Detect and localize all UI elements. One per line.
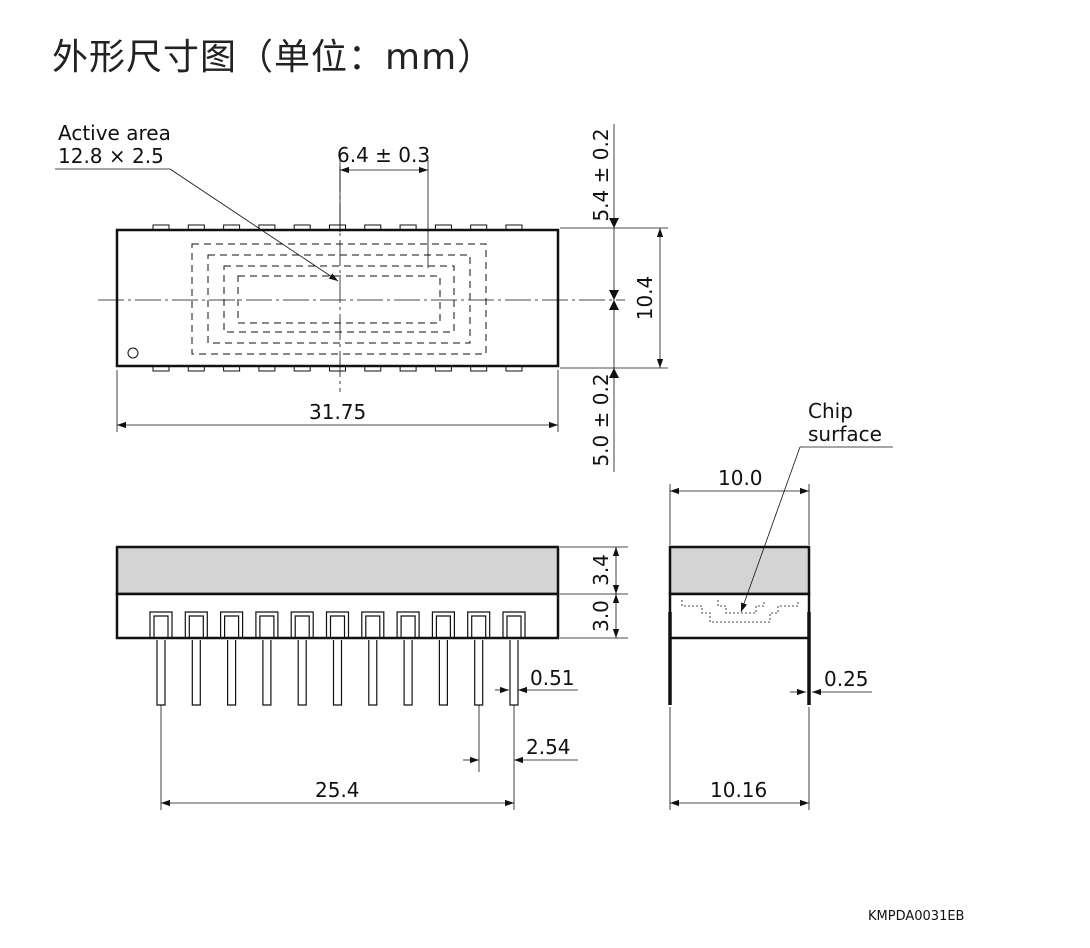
chip-label-2: surface (808, 422, 882, 446)
drawing-title: 外形尺寸图（单位：mm） (52, 37, 495, 78)
window-height-label: 3.4 (589, 554, 613, 586)
arrow-5-4-bottom (609, 300, 619, 310)
span-label: 25.4 (315, 778, 360, 802)
base-height-label: 3.0 (589, 600, 613, 632)
arrow-5-0-top (609, 290, 619, 300)
front-pin (255, 611, 279, 706)
pin-offset-top-label: 5.4 ± 0.2 (589, 128, 613, 221)
front-pin (361, 611, 385, 706)
document-code: KMPDA0031EB (868, 909, 964, 924)
offset-label: 6.4 ± 0.3 (337, 143, 430, 167)
active-area-outline-1 (191, 243, 487, 355)
top-view (55, 124, 668, 472)
active-area-outline-2 (207, 254, 471, 344)
active-area-label-1: Active area (58, 121, 171, 145)
active-area-outline-3 (223, 265, 455, 333)
pin-offset-bottom-label: 5.0 ± 0.2 (589, 373, 613, 466)
arrow-5-0-bottom (609, 368, 619, 378)
front-pin (220, 611, 244, 706)
lead-thickness-label: 0.25 (824, 667, 869, 691)
pitch-label: 2.54 (526, 735, 571, 759)
front-pin (290, 611, 314, 706)
body-height-label: 10.4 (633, 276, 657, 321)
chip-label-1: Chip (808, 399, 853, 423)
active-area-outline-4 (237, 275, 441, 324)
length-label: 31.75 (309, 400, 366, 424)
side-width-label: 10.0 (718, 466, 763, 490)
front-pin (184, 611, 208, 706)
front-view (115, 545, 628, 810)
chip-leader (740, 446, 801, 613)
pin1-marker (127, 347, 139, 359)
arrow-5-4-top (609, 218, 619, 228)
side-base (668, 592, 811, 640)
top-view-body (115, 228, 560, 368)
side-view (668, 446, 893, 810)
front-view-pins (149, 611, 526, 706)
pin-width-label: 0.51 (530, 666, 575, 690)
front-pin (325, 611, 350, 706)
row-spacing-label: 10.16 (710, 778, 767, 802)
chip-outline (681, 600, 799, 623)
side-window (668, 545, 811, 596)
front-window (115, 545, 560, 596)
active-area-leader (169, 168, 339, 282)
front-pin (396, 611, 420, 706)
front-pin (431, 611, 455, 706)
active-area-label-2: 12.8 × 2.5 (58, 144, 164, 168)
chip-die (717, 600, 765, 614)
